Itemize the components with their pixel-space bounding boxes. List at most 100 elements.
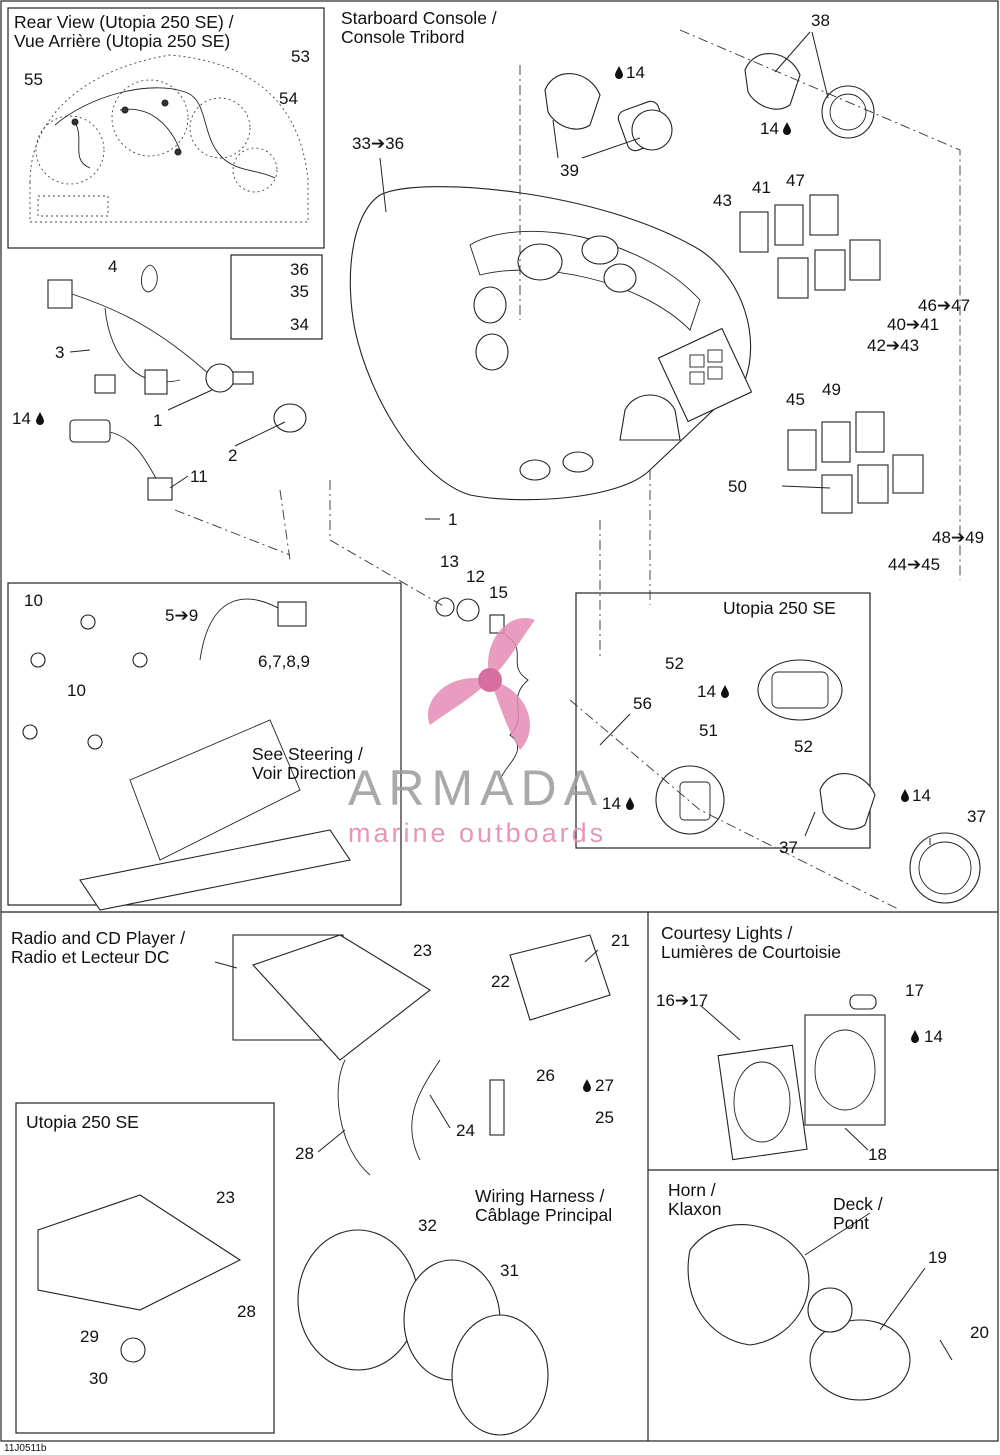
armada-watermark: ARMADA marine outboards <box>348 618 606 848</box>
callout-12: 12 <box>466 567 485 586</box>
callout-36: 36 <box>290 260 309 279</box>
callout-48-49: 48➔49 <box>932 528 984 547</box>
utopia-gauge-box <box>575 592 871 849</box>
callout-35: 35 <box>290 282 309 301</box>
callout-6789: 6,7,8,9 <box>258 652 310 671</box>
steering-box <box>7 582 402 906</box>
callout-2: 2 <box>228 446 237 465</box>
drop-icon <box>615 66 623 79</box>
radio-title: Radio and CD Player /Radio et Lecteur DC <box>11 928 185 967</box>
callout-45-top: 45 <box>786 390 805 409</box>
starboard-console <box>349 186 753 501</box>
callout-14-utopia52: 14 <box>697 682 716 701</box>
callout-17: 17 <box>905 981 924 1000</box>
gauge-38 <box>744 53 875 139</box>
callout-14-gauge51: 14 <box>602 794 621 813</box>
callout-56: 56 <box>633 694 652 713</box>
callout-51: 51 <box>699 721 718 740</box>
callout-53: 53 <box>291 47 310 66</box>
switch-labels-bottom <box>787 411 924 514</box>
watermark-tagline: marine outboards <box>348 818 606 848</box>
callout-29: 29 <box>80 1327 99 1346</box>
callout-40-41: 40➔41 <box>887 315 939 334</box>
callout-38: 38 <box>811 11 830 30</box>
horn <box>687 1224 911 1401</box>
callout-32: 32 <box>418 1216 437 1235</box>
callout-31: 31 <box>500 1261 519 1280</box>
utopia-gauge-title: Utopia 250 SE <box>723 598 836 618</box>
deck-label: Deck /Pont <box>833 1194 883 1233</box>
routing-lines <box>174 29 961 911</box>
callout-18: 18 <box>868 1145 887 1164</box>
callout-21: 21 <box>611 931 630 950</box>
radio-utopia-box <box>15 1102 275 1434</box>
callout-10-bottom: 10 <box>67 681 86 700</box>
callout-49: 49 <box>822 380 841 399</box>
callout-4: 4 <box>108 257 117 276</box>
drop-icon <box>901 789 909 802</box>
radio-unit <box>232 934 611 1176</box>
callout-34: 34 <box>290 315 309 334</box>
rear-view-title: Rear View (Utopia 250 SE) /Vue Arrière (… <box>14 12 234 51</box>
lanyard-15 <box>435 597 529 781</box>
callout-39: 39 <box>560 161 579 180</box>
callout-52-bottom: 52 <box>794 737 813 756</box>
callout-28-utopia: 28 <box>237 1302 256 1321</box>
callout-13: 13 <box>440 552 459 571</box>
callout-33-36: 33➔36 <box>352 134 404 153</box>
callout-27: 27 <box>595 1076 614 1095</box>
courtesy-light <box>717 994 886 1161</box>
callout-14-gauge37: 14 <box>912 786 931 805</box>
callout-19: 19 <box>928 1248 947 1267</box>
callout-14-harness: 14 <box>12 409 31 428</box>
watermark-brand: ARMADA <box>348 760 604 816</box>
starboard-console-title: Starboard Console /Console Tribord <box>341 8 497 47</box>
radio-unit-utopia <box>37 1194 242 1363</box>
callout-1-nut: 1 <box>448 510 457 529</box>
callout-5-9: 5➔9 <box>165 606 198 625</box>
fastener-box <box>230 254 323 340</box>
callouts: 55 53 54 33➔36 14 39 38 14 4 3 41 47 46➔4… <box>12 11 989 1388</box>
speakers <box>297 1229 549 1436</box>
callout-46-47: 46➔47 <box>918 296 970 315</box>
callout-26: 26 <box>536 1066 555 1085</box>
courtesy-lights-title: Courtesy Lights /Lumières de Courtoisie <box>661 923 841 962</box>
callout-3: 3 <box>55 343 64 362</box>
leader-lines <box>69 31 953 1361</box>
steering-note: See Steering /Voir Direction <box>252 744 363 783</box>
drop-icon <box>626 797 634 810</box>
drop-icon <box>911 1030 919 1043</box>
callout-41: 41 <box>752 178 771 197</box>
drop-icon <box>721 685 729 698</box>
callout-15: 15 <box>489 583 508 602</box>
callout-23-utopia: 23 <box>216 1188 235 1207</box>
callout-20: 20 <box>970 1323 989 1342</box>
horn-title: Horn /Klaxon <box>668 1180 722 1219</box>
utopia-gauge-52 <box>757 659 843 721</box>
callout-10-top: 10 <box>24 591 43 610</box>
gauge-39 <box>544 73 673 152</box>
callout-37-left: 37 <box>779 838 798 857</box>
switch-labels-top <box>739 194 881 299</box>
callout-14-gauge38: 14 <box>760 119 779 138</box>
callout-25: 25 <box>595 1108 614 1127</box>
callout-54: 54 <box>279 89 298 108</box>
callout-52-top: 52 <box>665 654 684 673</box>
callout-23-radio: 23 <box>413 941 432 960</box>
callout-24: 24 <box>456 1121 475 1140</box>
callout-55: 55 <box>24 70 43 89</box>
radio-utopia-title: Utopia 250 SE <box>26 1112 139 1132</box>
rear-view-dashboard <box>29 54 309 223</box>
drop-icon <box>783 122 791 135</box>
callout-14-light: 14 <box>924 1027 943 1046</box>
gauge-51 <box>655 765 725 835</box>
callout-37-right: 37 <box>967 807 986 826</box>
drop-icon <box>36 412 44 425</box>
diagram-code: 11J0511b <box>4 1443 47 1454</box>
gauge-37 <box>819 773 981 904</box>
callout-47: 47 <box>786 171 805 190</box>
callout-42-43: 42➔43 <box>867 336 919 355</box>
wiring-harness-label: Wiring Harness /Câblage Principal <box>475 1186 612 1225</box>
